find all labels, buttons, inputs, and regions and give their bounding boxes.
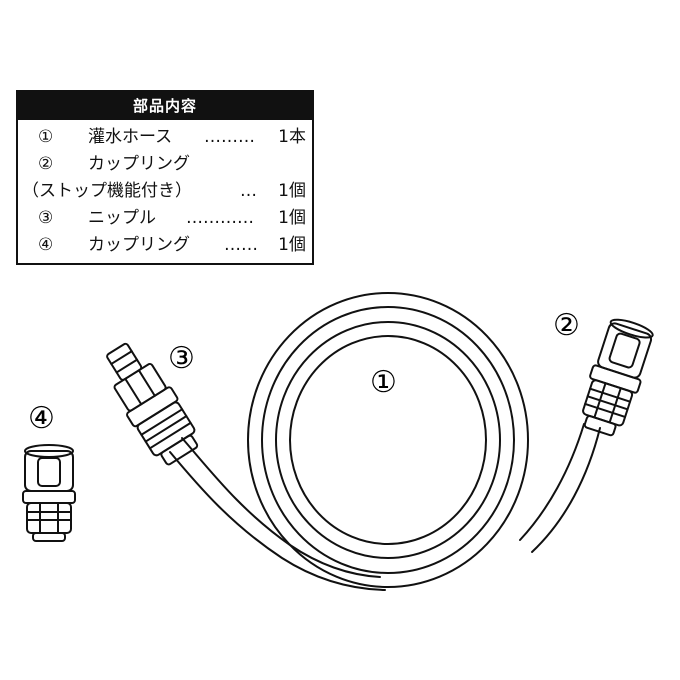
- parts-row-leader-dots: ………: [204, 127, 255, 147]
- garden-hose-coil: [247, 292, 529, 588]
- parts-row-number: ②: [38, 154, 54, 174]
- parts-row-quantity: 1個: [278, 235, 306, 255]
- parts-row-nipple: ③ ニップル ………… 1個: [18, 205, 312, 232]
- parts-row-name: カップリング: [88, 235, 190, 255]
- parts-row-number: ④: [38, 235, 54, 255]
- parts-row-name: ニップル: [88, 208, 156, 228]
- callout-nipple: ③: [168, 341, 195, 376]
- parts-row-number: ③: [38, 208, 54, 228]
- coupling-with-stop-fitting: [582, 318, 654, 437]
- parts-list: ① 灌水ホース ……… 1本 ② カップリング （ストップ機能付き） … 1個 …: [18, 120, 312, 259]
- coupling-fitting: [22, 444, 76, 542]
- parts-row-quantity: 1個: [278, 181, 306, 201]
- hose-tail-left: [169, 437, 386, 591]
- parts-row-name: （ストップ機能付き）: [22, 181, 192, 201]
- parts-row-name: 灌水ホース: [88, 127, 173, 147]
- parts-row-quantity: 1個: [278, 208, 306, 228]
- callout-coupling: ④: [28, 401, 55, 436]
- parts-row-number: ①: [38, 127, 54, 147]
- parts-row-hose: ① 灌水ホース ……… 1本: [18, 124, 312, 151]
- parts-row-coupling-stop: ② カップリング: [18, 151, 312, 178]
- nipple-fitting: [106, 342, 199, 466]
- callout-coupling-with-stop: ②: [553, 308, 580, 343]
- parts-row-leader-dots: ……: [224, 235, 258, 255]
- parts-row-coupling-stop-detail: （ストップ機能付き） … 1個: [18, 178, 312, 205]
- parts-row-name: カップリング: [88, 154, 190, 174]
- parts-row-coupling: ④ カップリング …… 1個: [18, 232, 312, 259]
- parts-row-quantity: 1本: [278, 127, 306, 147]
- parts-row-leader-dots: …………: [186, 208, 254, 228]
- parts-contents-box: 部品内容 ① 灌水ホース ……… 1本 ② カップリング （ストップ機能付き） …: [16, 90, 314, 265]
- callout-hose: ①: [370, 365, 397, 400]
- parts-row-leader-dots: …: [240, 181, 257, 201]
- parts-contents-title: 部品内容: [18, 92, 312, 120]
- hose-tail-right: [519, 423, 601, 553]
